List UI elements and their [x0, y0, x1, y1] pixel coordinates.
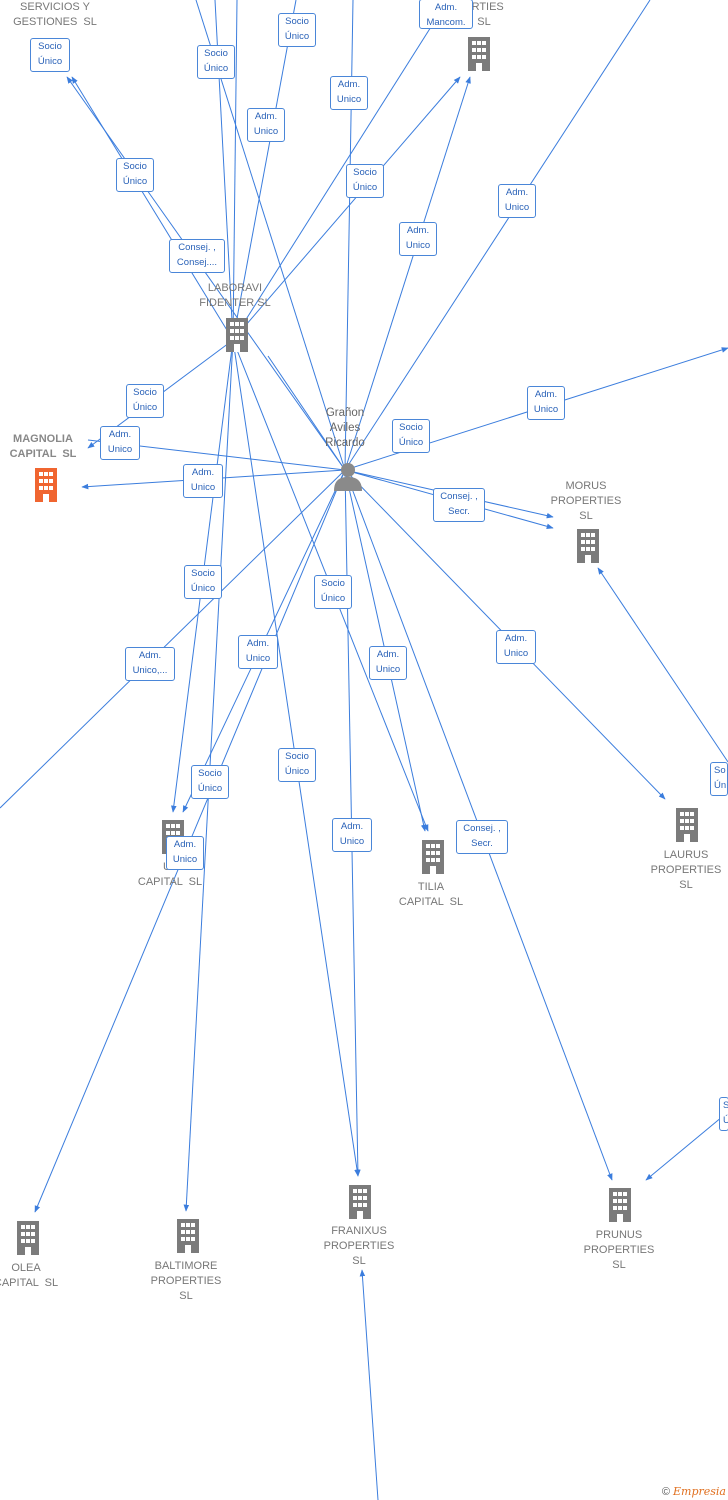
- edge-label[interactable]: Adm. Unico: [247, 108, 285, 142]
- edge-label[interactable]: Adm. Unico: [332, 818, 372, 852]
- edge-label[interactable]: Socio Único: [314, 575, 352, 609]
- relation-edge: [232, 0, 449, 341]
- node-label: TILIA CAPITAL SL: [398, 881, 464, 908]
- edge-label[interactable]: So Ún: [710, 762, 728, 796]
- person-icon: [334, 463, 362, 491]
- relation-edge: [232, 0, 238, 341]
- edge-label[interactable]: Adm. Unico: [166, 836, 204, 870]
- edge-label[interactable]: Socio Único: [191, 765, 229, 799]
- node-label: LAURUS PROPERTIES SL: [650, 849, 722, 891]
- relation-edge: [232, 76, 461, 341]
- edge-label[interactable]: Adm. Unico: [238, 635, 278, 669]
- node-label: SERVICIOS Y GESTIONES SL: [13, 1, 97, 28]
- edge-label[interactable]: Socio Único: [197, 45, 235, 79]
- building-icon: [35, 468, 57, 502]
- relation-edge: [359, 1269, 379, 1500]
- edge-label[interactable]: Socio Único: [278, 748, 316, 782]
- edge-label[interactable]: Socio Único: [278, 13, 316, 47]
- edge-label[interactable]: Socio Único: [30, 38, 70, 72]
- brand-logo: Empresia: [673, 1485, 726, 1498]
- edge-label[interactable]: Adm. Unico: [100, 426, 140, 460]
- edge-label[interactable]: Socio Único: [346, 164, 384, 198]
- edge-label[interactable]: Adm. Unico: [498, 184, 536, 218]
- node-label: BALTIMORE PROPERTIES SL: [150, 1260, 222, 1302]
- edge-label[interactable]: Adm. Unico,...: [125, 647, 175, 681]
- relation-edge: [344, 76, 471, 471]
- copyright-symbol: ©: [661, 1486, 670, 1498]
- edge-label[interactable]: Consej. , Secr.: [433, 488, 485, 522]
- building-icon: [676, 808, 698, 842]
- edge-label[interactable]: Adm. Unico: [183, 464, 223, 498]
- building-icon: [609, 1188, 631, 1222]
- footer-credit: © Empresia: [662, 1485, 726, 1498]
- edge-label[interactable]: Adm. Unico: [399, 222, 437, 256]
- node-label: ERTIES SL: [464, 1, 504, 28]
- building-icon: [468, 37, 490, 71]
- node-label: MORUS PROPERTIES SL: [550, 480, 622, 522]
- relation-edge: [267, 355, 346, 471]
- relation-edge: [344, 0, 354, 471]
- node-label: PRUNUS PROPERTIES SL: [583, 1229, 655, 1271]
- building-icon: [17, 1221, 39, 1255]
- edge-label[interactable]: Socio Único: [116, 158, 154, 192]
- edge-label[interactable]: Socio Único: [184, 565, 222, 599]
- relation-edge: [597, 567, 728, 763]
- relation-edge: [344, 0, 651, 471]
- building-icon: [177, 1219, 199, 1253]
- edge-label[interactable]: Adm. Unico: [496, 630, 536, 664]
- building-icon: [226, 318, 248, 352]
- node-label: LABORAVI FIDENTER SL: [199, 282, 271, 309]
- edge-label[interactable]: Adm. Unico: [369, 646, 407, 680]
- relation-edge: [0, 469, 346, 809]
- edge-label[interactable]: Consej. , Consej....: [169, 239, 225, 273]
- building-icon: [422, 840, 444, 874]
- relation-edge: [71, 76, 234, 341]
- node-label: FRANIXUS PROPERTIES SL: [323, 1225, 395, 1267]
- building-icon: [577, 529, 599, 563]
- edge-label[interactable]: Socio Único: [392, 419, 430, 453]
- node-label: OLEA CAPITAL SL: [0, 1262, 59, 1289]
- edge-label[interactable]: Socio Único: [126, 384, 164, 418]
- edge-label[interactable]: Adm. Unico: [527, 386, 565, 420]
- building-icon: [349, 1185, 371, 1219]
- node-label: Grañon Aviles Ricardo: [325, 407, 365, 449]
- edge-label[interactable]: Consej. , Secr.: [456, 820, 508, 854]
- edge-label[interactable]: S Ú: [719, 1097, 728, 1131]
- relation-edge: [66, 76, 346, 471]
- relation-edge: [645, 1111, 728, 1181]
- relation-edge: [232, 0, 297, 341]
- node-label: MAGNOLIA CAPITAL SL: [9, 433, 77, 460]
- edge-label[interactable]: Adm. Unico: [330, 76, 368, 110]
- edge-label[interactable]: Adm. Mancom.: [419, 0, 473, 29]
